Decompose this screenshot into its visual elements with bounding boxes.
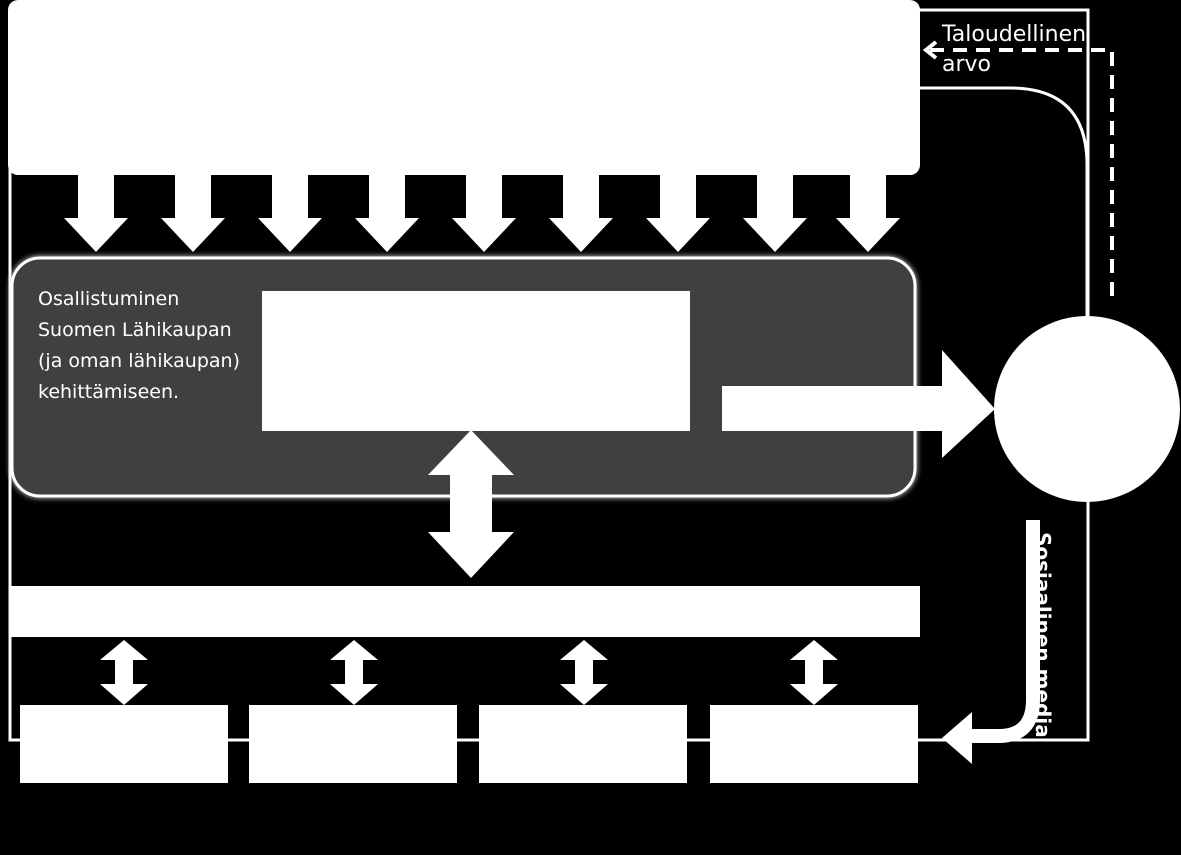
dashed-arrowhead: [922, 40, 938, 60]
economic-value-line-2: arvo: [942, 52, 992, 77]
small-double-arrows: [100, 640, 838, 705]
inner-box: [262, 291, 690, 431]
participation-line-4: kehittämiseen.: [38, 381, 180, 403]
vertical-double-arrow: [428, 430, 514, 578]
social-media-label: Sosiaalinen media: [1031, 532, 1055, 738]
participation-line-3: (ja oman lähikaupan): [38, 350, 240, 372]
economic-value-line-1: Taloudellinen: [942, 22, 1087, 47]
down-arrow-9: [836, 175, 900, 252]
top-box: [8, 0, 920, 175]
down-arrow-6: [549, 175, 613, 252]
bottom-box-3: [479, 705, 687, 783]
down-arrow-8: [743, 175, 807, 252]
social-media-arrowhead: [942, 712, 972, 764]
economic-value-label: Taloudellinen arvo: [942, 20, 1086, 80]
small-double-arrow-2: [330, 640, 378, 705]
dashed-arrow: [928, 48, 1114, 296]
right-arrow: [722, 350, 995, 458]
small-double-arrow-3: [560, 640, 608, 705]
bottom-boxes: [20, 705, 918, 783]
bottom-box-2: [249, 705, 457, 783]
down-arrow-5: [452, 175, 516, 252]
social-media-curve: [972, 520, 1040, 743]
economic-curve: [920, 86, 1089, 318]
circle: [994, 316, 1180, 502]
down-arrow-1: [64, 175, 128, 252]
down-arrow-4: [355, 175, 419, 252]
small-double-arrow-4: [790, 640, 838, 705]
participation-line-1: Osallistuminen: [38, 288, 180, 310]
participation-text: Osallistuminen Suomen Lähikaupan (ja oma…: [38, 284, 268, 408]
down-arrow-7: [646, 175, 710, 252]
horizontal-bar: [10, 586, 920, 637]
bottom-box-1: [20, 705, 228, 783]
down-arrow-3: [258, 175, 322, 252]
down-arrows: [64, 175, 900, 252]
participation-line-2: Suomen Lähikaupan: [38, 319, 232, 341]
small-double-arrow-1: [100, 640, 148, 705]
down-arrow-2: [161, 175, 225, 252]
bottom-box-4: [710, 705, 918, 783]
